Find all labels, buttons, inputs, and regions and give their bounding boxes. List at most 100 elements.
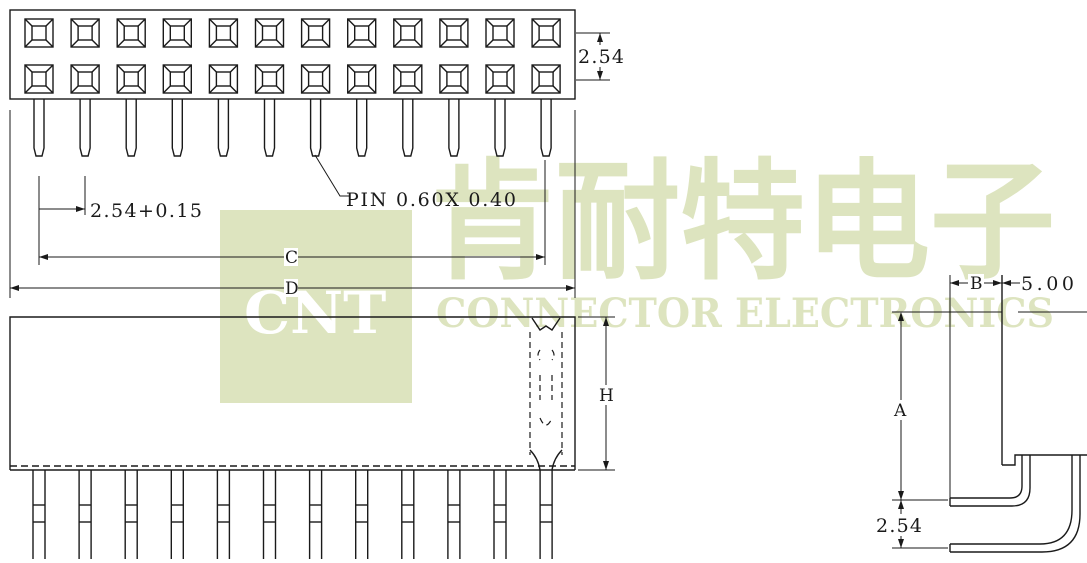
arrow [536,254,545,260]
front-pin [355,470,369,559]
arrow [603,317,609,326]
top-dimension-labels: 2.54 2.54+0.15 PIN 0.60X 0.40 C D [90,45,626,299]
a-label: A [893,401,907,421]
arrow [10,285,19,291]
contact-cell [300,64,331,94]
a-label-bg [893,400,909,420]
d-label: D [285,279,299,299]
top-pin [125,99,137,157]
b-label: B [970,274,983,294]
top-pin [171,99,183,157]
h-label: H [599,386,614,406]
front-pin [401,470,415,559]
c-label: C [285,248,298,268]
contact-cell [24,64,54,94]
contact-row-1 [24,18,561,48]
front-pin [170,470,185,559]
top-pin [33,99,45,157]
arrow [39,254,48,260]
arrow [76,206,85,212]
contact-cell [347,18,377,48]
front-pin [32,470,46,559]
arrow [898,539,904,548]
watermark-chinese-text: 肯耐特电子 [430,145,1055,298]
contact-cell [439,64,469,94]
top-pins [33,99,552,157]
top-pin [309,99,322,157]
side-pin-upper [950,455,1031,507]
front-pins [32,470,553,559]
arrow [950,280,959,286]
side-dimension-arrows [898,280,1011,548]
side-housing-base [1002,454,1087,466]
front-pin [124,470,138,559]
contact-top-notch [531,317,561,331]
contact-cell [254,64,285,94]
row-pitch-label-bg [578,45,626,67]
row-pitch-label: 2.54 [578,46,624,68]
front-housing-outline [9,316,576,470]
arrow [898,491,904,500]
front-view [9,316,615,559]
arrow [993,280,1002,286]
front-pin [78,470,92,559]
top-pin [356,99,368,157]
front-pin [539,470,553,559]
b-label-bg [968,274,984,292]
arrow [597,71,603,80]
contact-cell [116,18,146,48]
arrow [1002,280,1011,286]
front-pin [447,470,461,559]
contact-cell [116,64,146,94]
contact-cell [439,18,469,48]
contact-cell [485,64,515,94]
front-pin [493,470,507,559]
top-pin [263,99,276,157]
contact-cell [531,18,561,48]
top-pin [448,99,460,157]
watermark-english-text: CONNECTOR ELECTRONICS [436,290,1054,337]
pin-pitch-label: 2.54+0.15 [90,200,202,222]
front-pin [216,470,231,559]
arrow [898,312,904,321]
watermark-logo-box [220,210,412,403]
top-pin [402,99,414,157]
contact-cell [300,18,331,48]
contact-cell [70,64,100,94]
watermark-logo-text: CNT [244,279,386,347]
top-housing-outline [9,9,576,100]
d-label-bg [284,279,298,297]
side-offset-label: 5.00 [1021,273,1074,295]
contact-cell [485,18,515,48]
contact-cell [393,18,423,48]
contact-section [529,332,563,455]
watermark: CNT 肯耐特电子 CONNECTOR ELECTRONICS [220,145,1055,403]
top-dimension-arrows [10,33,603,291]
contact-cell [24,18,54,48]
contact-row-2 [24,64,561,94]
arrow [898,500,904,509]
contact-cell [208,64,239,94]
arrow [566,285,575,291]
top-pin [217,99,230,157]
contact-cell [393,64,423,94]
side-pitch-label-bg [875,514,925,536]
c-label-bg [284,248,298,266]
front-pin [308,470,323,559]
contact-cell [531,64,561,94]
arrow [597,33,603,42]
pin-size-label: PIN 0.60X 0.40 [346,189,516,211]
side-pin-lower [950,455,1081,553]
contact-bottom [529,449,563,471]
h-label-bg [597,385,615,405]
contact-cell [162,18,193,48]
top-pin [540,99,552,157]
side-pitch-label: 2.54 [876,515,922,537]
arrow [603,461,609,470]
contact-cell [70,18,100,48]
pin-size-leader [314,154,350,197]
top-pin [494,99,506,157]
contact-cell [208,18,239,48]
contact-cell [162,64,193,94]
